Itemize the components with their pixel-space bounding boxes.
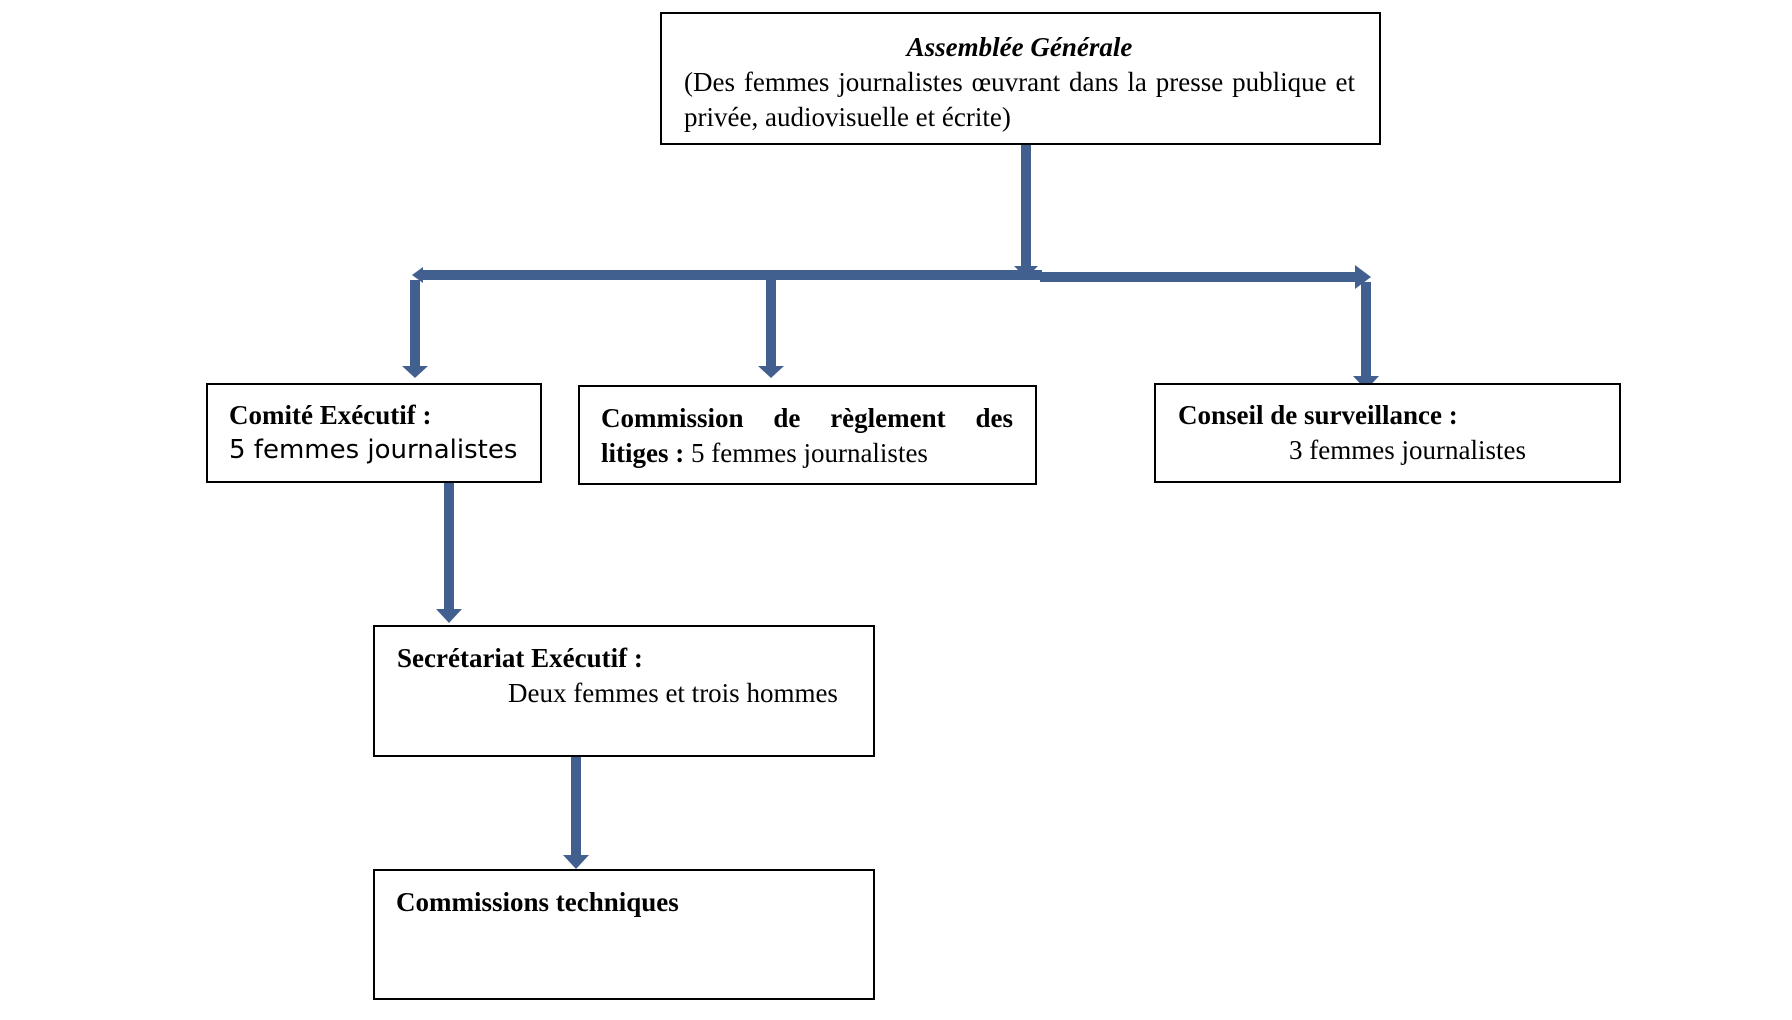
connector-distribution-bar-left-tip [412, 267, 423, 283]
connector-distribution-bar-right [1040, 272, 1358, 282]
conseil-surveillance-box: Conseil de surveillance : 3 femmes journ… [1154, 383, 1621, 483]
connector-comite-to-secretariat-arrowhead [436, 609, 462, 623]
connector-branch-comite-executif-arrowhead [402, 366, 428, 378]
secretariat-executif-value: Deux femmes et trois hommes [508, 678, 838, 708]
assemblee-generale-description: (Des femmes journalistes œuvrant dans la… [684, 67, 1355, 132]
connector-distribution-bar-right-arrowhead [1355, 265, 1371, 289]
connector-comite-to-secretariat [444, 479, 454, 611]
secretariat-executif-box: Secrétariat Exécutif : Deux femmes et tr… [373, 625, 875, 757]
connector-secretariat-to-commissions [571, 753, 581, 857]
conseil-surveillance-title: Conseil de surveillance : [1178, 400, 1458, 430]
comite-executif-title: Comité Exécutif : [229, 400, 432, 430]
commissions-techniques-box: Commissions techniques [373, 869, 875, 1000]
connector-branch-commission-litiges-arrowhead [758, 366, 784, 378]
connector-trunk [1021, 136, 1031, 270]
commission-litiges-box: Commission de règlement des litiges : 5 … [578, 385, 1037, 485]
comite-executif-value: 5 femmes journalistes [229, 435, 518, 465]
connector-branch-commission-litiges [766, 280, 776, 368]
commissions-techniques-title: Commissions techniques [396, 887, 679, 917]
conseil-surveillance-value: 3 femmes journalistes [1289, 435, 1526, 465]
secretariat-executif-title: Secrétariat Exécutif : [397, 643, 643, 673]
commission-litiges-value: 5 femmes journalistes [690, 438, 928, 468]
connector-branch-comite-executif [410, 280, 420, 368]
connector-branch-conseil-surveillance [1361, 282, 1371, 378]
assemblee-generale-box: Assemblée Générale (Des femmes journalis… [660, 12, 1381, 145]
connector-distribution-bar [421, 270, 1042, 280]
commission-litiges-title: Commission de règlement des litiges : [601, 403, 1013, 468]
assemblee-generale-title: Assemblée Générale [906, 32, 1133, 62]
comite-executif-box: Comité Exécutif : 5 femmes journalistes [206, 383, 542, 483]
connector-secretariat-to-commissions-arrowhead [563, 855, 589, 869]
